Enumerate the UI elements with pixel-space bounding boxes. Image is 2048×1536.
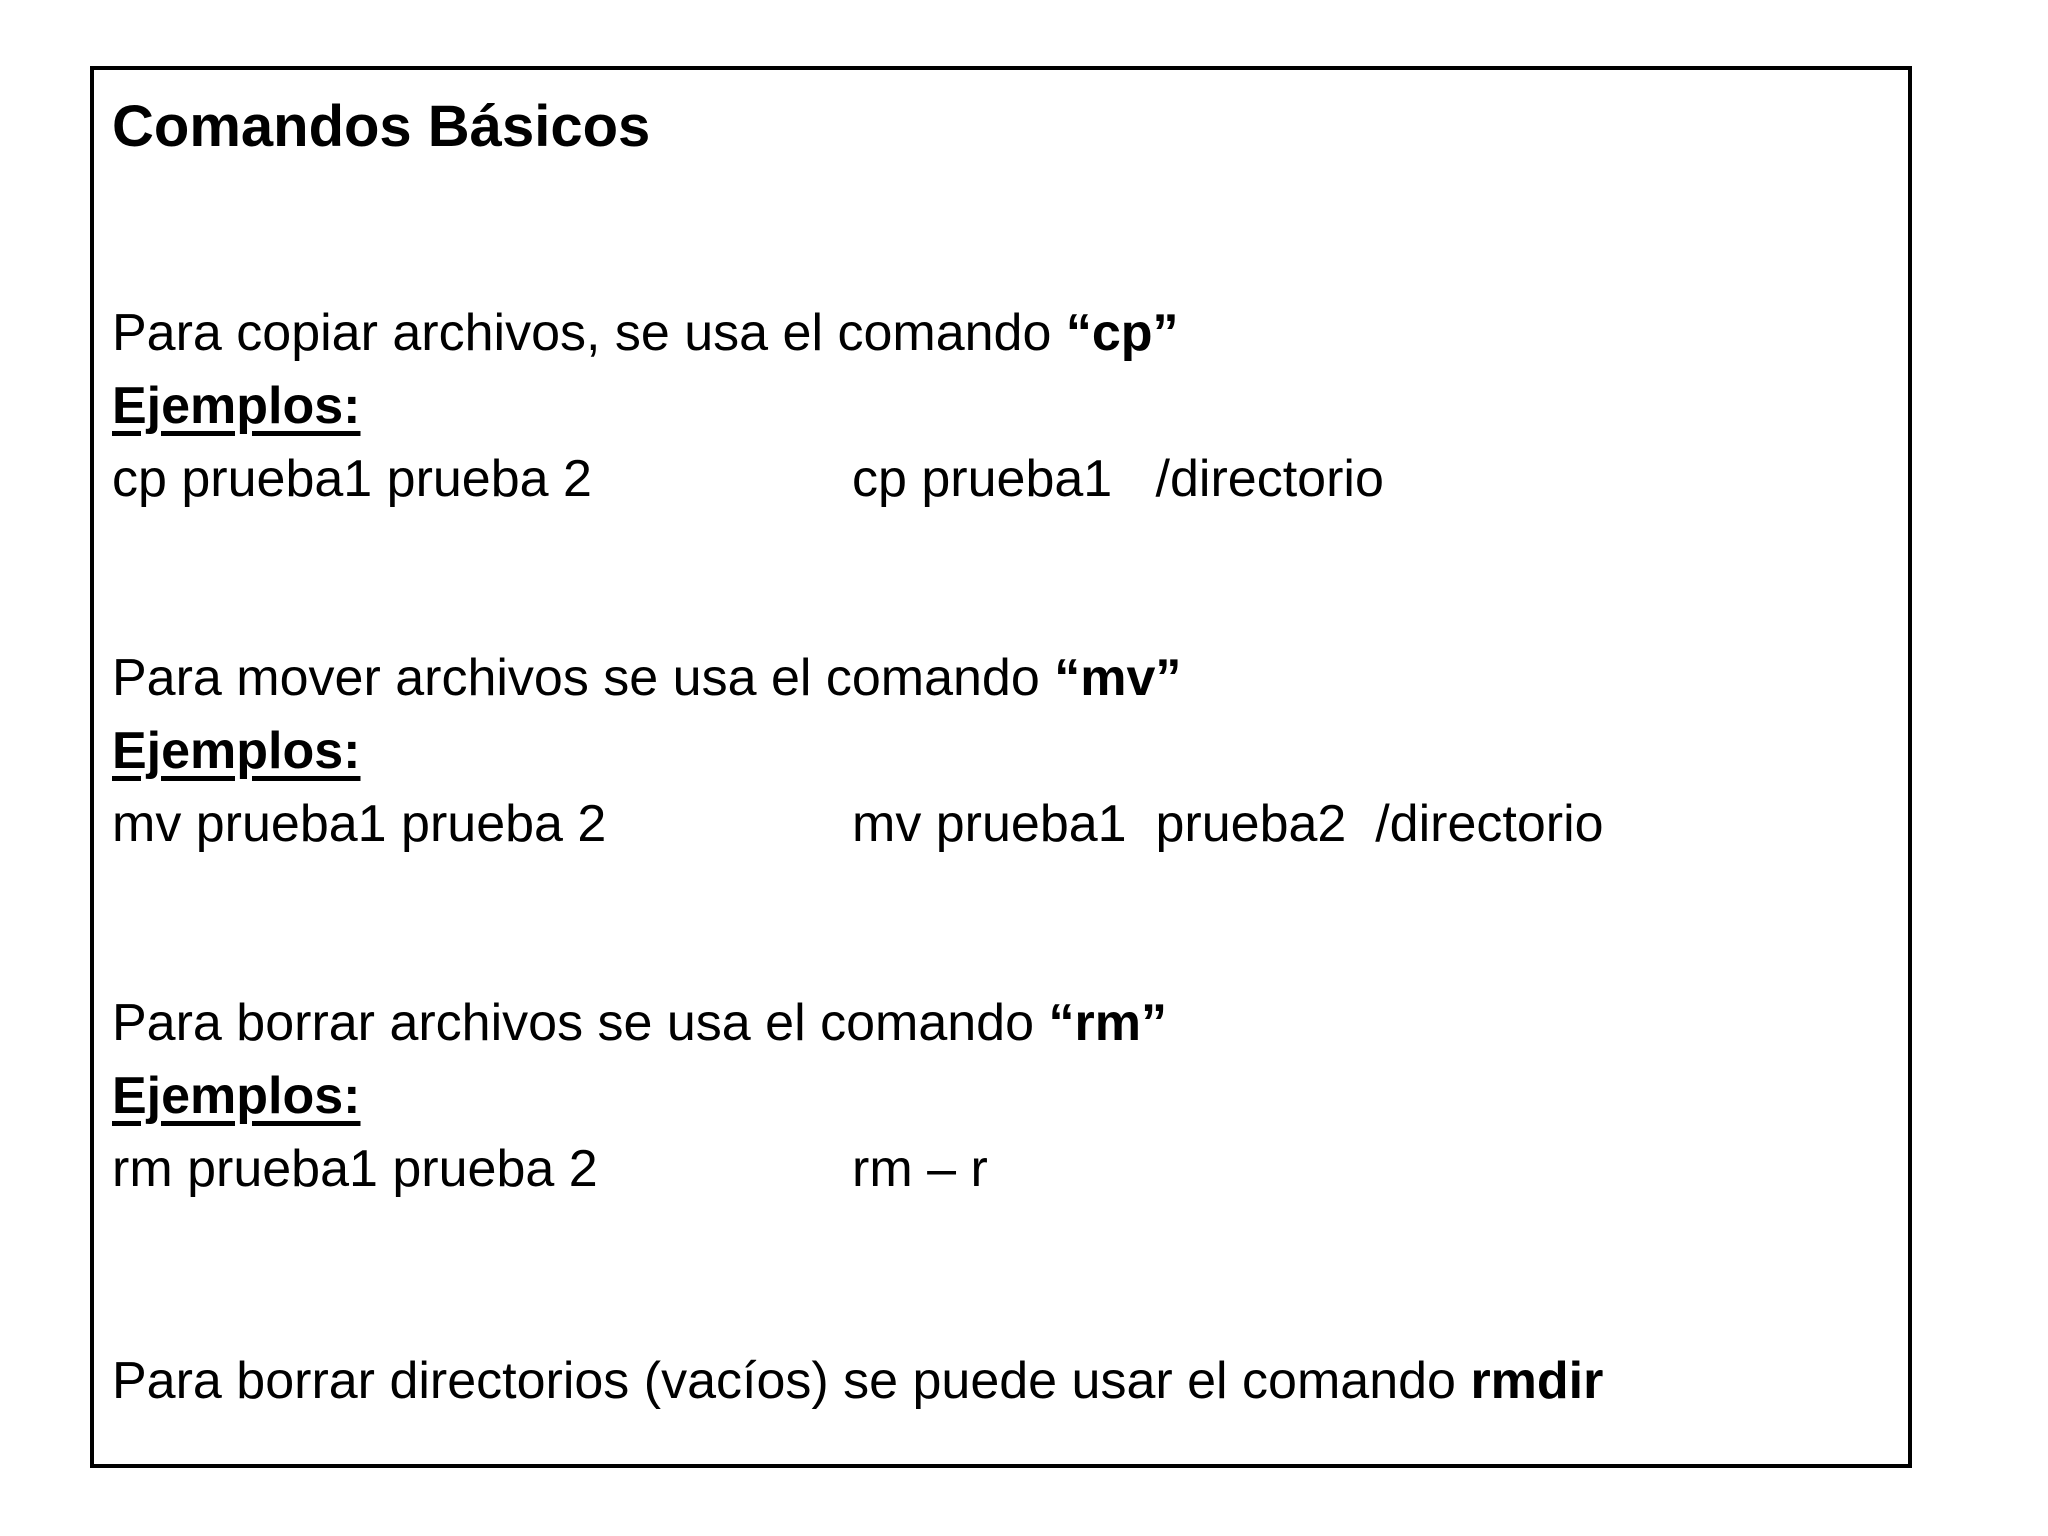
command-rm: “rm” <box>1048 994 1167 1052</box>
section-copy-files: Para copiar archivos, se usa el comando … <box>112 297 1878 516</box>
example-line-cp: cp prueba1 prueba 2 cp prueba1 /directori… <box>112 443 1878 516</box>
examples-label-line-rm: Ejemplos: <box>112 1060 1878 1133</box>
examples-label-line-mv: Ejemplos: <box>112 715 1878 788</box>
footer-line-rmdir: Para borrar directorios (vacíos) se pued… <box>112 1345 1878 1418</box>
footer-command-rmdir: rmdir <box>1470 1352 1604 1410</box>
command-mv: “mv” <box>1054 649 1182 707</box>
intro-line-rm: Para borrar archivos se usa el comando “… <box>112 987 1878 1060</box>
example-right-rm: rm – r <box>852 1140 988 1198</box>
example-line-rm: rm prueba1 prueba 2 rm – r <box>112 1133 1878 1206</box>
examples-label-rm: Ejemplos: <box>112 1067 361 1125</box>
intro-text-mv: Para mover archivos se usa el comando <box>112 649 1055 707</box>
section-delete-files: Para borrar archivos se usa el comando “… <box>112 987 1878 1206</box>
intro-line-cp: Para copiar archivos, se usa el comando … <box>112 297 1878 370</box>
example-right-mv: mv prueba1 prueba2 /directorio <box>852 795 1604 853</box>
example-left-rm: rm prueba1 prueba 2 <box>112 1140 598 1198</box>
examples-label-mv: Ejemplos: <box>112 722 361 780</box>
intro-line-mv: Para mover archivos se usa el comando “m… <box>112 642 1878 715</box>
examples-label-cp: Ejemplos: <box>112 377 361 435</box>
intro-text-rm: Para borrar archivos se usa el comando <box>112 994 1049 1052</box>
examples-label-line-cp: Ejemplos: <box>112 370 1878 443</box>
example-right-cp: cp prueba1 /directorio <box>852 450 1384 508</box>
example-left-cp: cp prueba1 prueba 2 <box>112 450 592 508</box>
example-line-mv: mv prueba1 prueba 2 mv prueba1 prueba2 /d… <box>112 788 1878 861</box>
slide-frame: Comandos Básicos Para copiar archivos, s… <box>90 66 1912 1468</box>
section-move-files: Para mover archivos se usa el comando “m… <box>112 642 1878 861</box>
intro-text-cp: Para copiar archivos, se usa el comando <box>112 304 1066 362</box>
footer-text: Para borrar directorios (vacíos) se pued… <box>112 1352 1471 1410</box>
example-left-mv: mv prueba1 prueba 2 <box>112 795 607 853</box>
command-cp: “cp” <box>1065 304 1179 362</box>
slide-title: Comandos Básicos <box>112 94 651 159</box>
